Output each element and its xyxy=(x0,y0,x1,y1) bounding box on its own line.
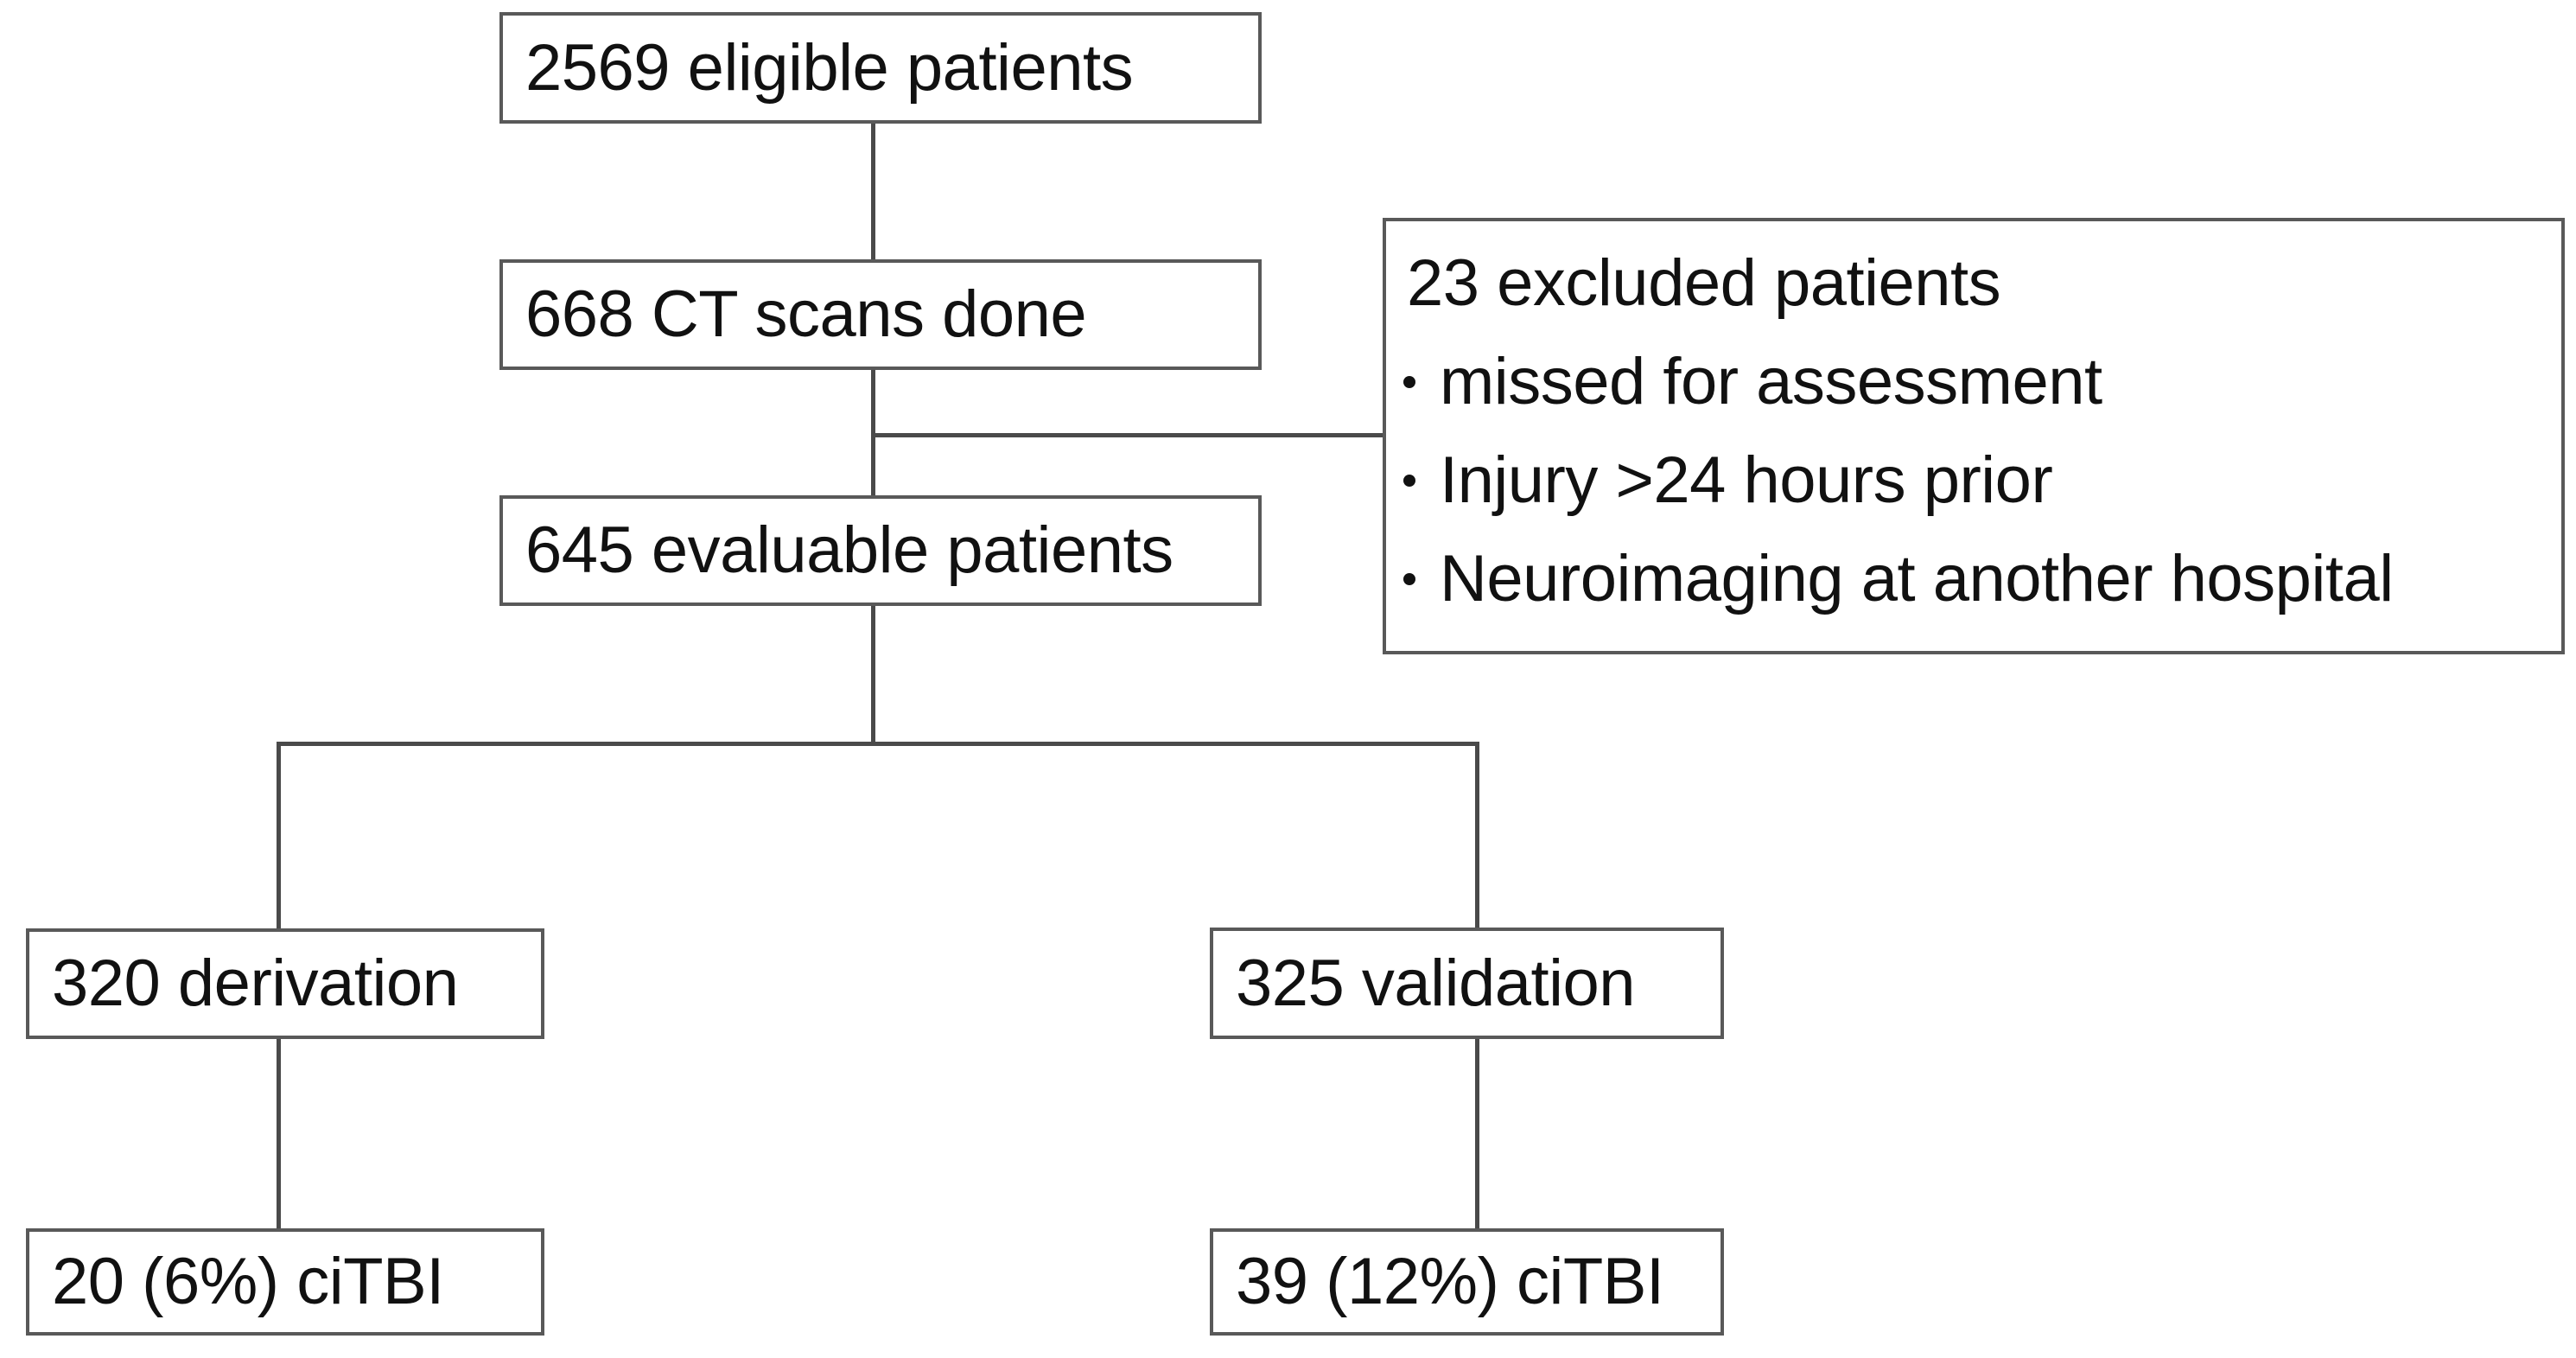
node-excluded-patients-title: 23 excluded patients xyxy=(1407,246,2001,320)
node-citbi-validation: 39 (12%) ciTBI xyxy=(1210,1228,1724,1336)
excluded-reason-item: Neuroimaging at another hospital xyxy=(1386,546,2561,612)
excluded-reason-item: missed for assessment xyxy=(1386,349,2561,415)
node-citbi-validation-label: 39 (12%) ciTBI xyxy=(1236,1245,1664,1318)
connector-ct-scans-to-excluded xyxy=(871,433,1384,437)
excluded-reason-label: Neuroimaging at another hospital xyxy=(1440,542,2394,615)
node-excluded-patients: 23 excluded patients missed for assessme… xyxy=(1383,218,2565,654)
connector-validation-to-citbi xyxy=(1475,1039,1479,1230)
connector-derivation-to-citbi xyxy=(277,1039,281,1230)
connector-evaluable-stem xyxy=(871,606,875,746)
node-evaluable-patients-label: 645 evaluable patients xyxy=(525,513,1174,587)
node-validation-cohort-label: 325 validation xyxy=(1236,946,1636,1020)
node-ct-scans-done-label: 668 CT scans done xyxy=(525,277,1087,351)
connector-split-to-derivation xyxy=(277,742,281,930)
node-derivation-cohort: 320 derivation xyxy=(26,928,544,1039)
node-evaluable-patients: 645 evaluable patients xyxy=(499,495,1262,606)
excluded-reasons-list: missed for assessment Injury >24 hours p… xyxy=(1386,349,2561,612)
node-ct-scans-done: 668 CT scans done xyxy=(499,259,1262,370)
node-derivation-cohort-label: 320 derivation xyxy=(52,947,459,1020)
bullet-icon xyxy=(1403,573,1415,585)
node-validation-cohort: 325 validation xyxy=(1210,928,1724,1039)
excluded-reason-label: Injury >24 hours prior xyxy=(1440,443,2053,517)
excluded-reason-label: missed for assessment xyxy=(1440,345,2102,418)
node-citbi-derivation-label: 20 (6%) ciTBI xyxy=(52,1245,444,1318)
node-citbi-derivation: 20 (6%) ciTBI xyxy=(26,1228,544,1336)
node-eligible-patients-label: 2569 eligible patients xyxy=(525,30,1134,105)
bullet-icon xyxy=(1403,376,1415,388)
excluded-reason-item: Injury >24 hours prior xyxy=(1386,448,2561,513)
connector-split-bar xyxy=(278,742,1479,746)
node-eligible-patients: 2569 eligible patients xyxy=(499,12,1262,124)
bullet-icon xyxy=(1403,475,1415,487)
connector-split-to-validation xyxy=(1475,742,1479,930)
connector-eligible-to-ct-scans xyxy=(871,124,875,260)
